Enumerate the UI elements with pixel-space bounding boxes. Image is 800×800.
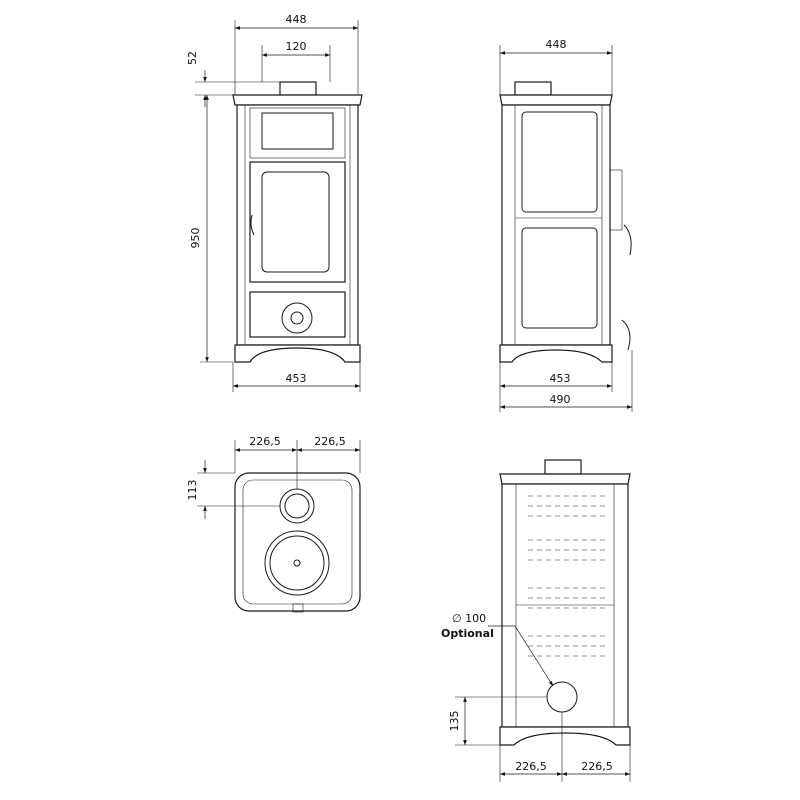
top-plate bbox=[499, 94, 613, 106]
front-width-top-label: 448 bbox=[286, 13, 307, 26]
height-label: 950 bbox=[189, 228, 202, 249]
rear-view: ∅ 100 Optional 135 226,5 226,5 bbox=[441, 459, 631, 782]
flue-height-label: 52 bbox=[186, 51, 199, 65]
side-width-top-label: 448 bbox=[546, 38, 567, 51]
top-view: 226,5 226,5 113 bbox=[186, 435, 361, 613]
air-regulator bbox=[281, 302, 313, 334]
hotplate bbox=[264, 530, 330, 596]
rear-half-right-label: 226,5 bbox=[581, 760, 613, 773]
top-outline bbox=[234, 472, 361, 612]
front-view: 448 120 52 950 453 bbox=[186, 13, 363, 392]
stove-base bbox=[499, 344, 613, 363]
front-width-base-label: 453 bbox=[286, 372, 307, 385]
inlet-height-label: 135 bbox=[448, 711, 461, 732]
stove-base bbox=[234, 344, 361, 363]
drawer-knob bbox=[621, 319, 631, 351]
side-view: 448 453 490 bbox=[499, 38, 633, 412]
top-half-right-label: 226,5 bbox=[314, 435, 346, 448]
air-inlet-diameter-label: ∅ 100 bbox=[452, 612, 486, 625]
top-half-left-label: 226,5 bbox=[249, 435, 281, 448]
top-plate bbox=[232, 94, 363, 106]
flue-offset-label: 113 bbox=[186, 480, 199, 501]
rear-half-left-label: 226,5 bbox=[515, 760, 547, 773]
door-profile bbox=[609, 169, 623, 231]
stove-side-panel bbox=[501, 104, 611, 346]
fire-door bbox=[249, 161, 346, 283]
air-inlet-note-label: Optional bbox=[441, 627, 494, 640]
flue-width-label: 120 bbox=[286, 40, 307, 53]
top-plate bbox=[499, 473, 631, 485]
ash-drawer bbox=[249, 291, 346, 338]
decor-tile-upper bbox=[521, 111, 598, 213]
depth-total-label: 490 bbox=[550, 393, 571, 406]
handle-profile bbox=[623, 224, 632, 256]
stove-base bbox=[499, 726, 631, 746]
flue-pipe bbox=[514, 81, 552, 96]
decor-tile-lower bbox=[521, 227, 598, 329]
flue-pipe bbox=[544, 459, 582, 475]
door-glass bbox=[261, 171, 330, 273]
side-width-base-label: 453 bbox=[550, 372, 571, 385]
door-handle bbox=[250, 214, 255, 236]
vent-slots bbox=[528, 495, 606, 657]
flue-pipe bbox=[279, 81, 317, 96]
warming-compartment bbox=[249, 107, 346, 159]
rear-panel bbox=[501, 483, 629, 728]
